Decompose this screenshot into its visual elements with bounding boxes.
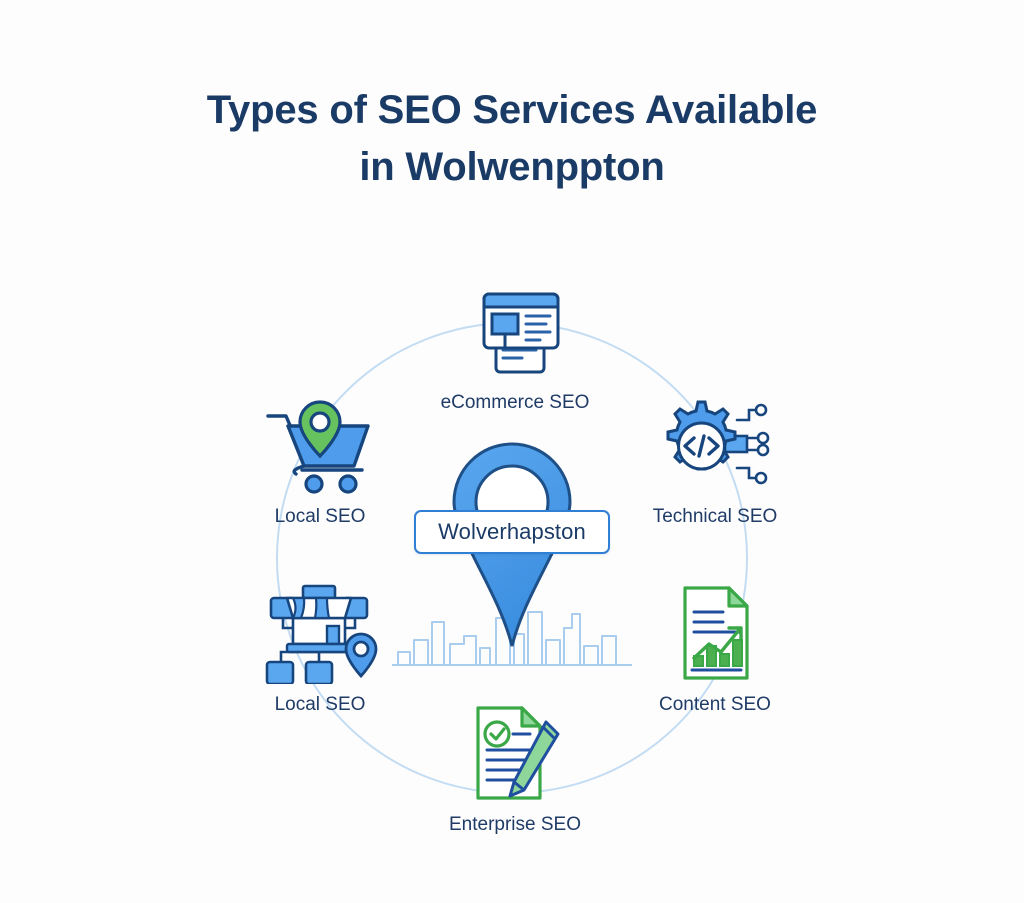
node-ecommerce-seo[interactable]: eCommerce SEO xyxy=(415,278,615,414)
document-chart-icon xyxy=(615,580,815,684)
node-local-seo-storefront[interactable]: Local SEO xyxy=(220,580,420,716)
node-content-seo[interactable]: Content SEO xyxy=(615,580,815,716)
page-title: Types of SEO Services Available in Wolwe… xyxy=(0,82,1024,196)
node-label: Technical SEO xyxy=(652,506,778,527)
storefront-network-icon xyxy=(220,580,420,684)
node-label: Local SEO xyxy=(274,694,366,715)
browser-window-icon xyxy=(415,278,615,382)
page-title-line-1: Types of SEO Services Available xyxy=(206,88,818,132)
gear-code-icon xyxy=(615,392,815,496)
node-local-seo-cart[interactable]: Local SEO xyxy=(220,392,420,528)
page-title-line-2: in Wolwenppton xyxy=(359,144,665,189)
node-label: Enterprise SEO xyxy=(449,814,581,835)
node-technical-seo[interactable]: Technical SEO xyxy=(615,392,815,528)
node-label: Content SEO xyxy=(659,694,771,715)
shopping-cart-pin-icon xyxy=(220,392,420,496)
node-label: eCommerce SEO xyxy=(440,392,590,413)
center-location-group: Wolverhapston xyxy=(392,440,632,670)
city-name-label: Wolverhapston xyxy=(414,510,610,554)
document-pencil-icon xyxy=(415,700,615,804)
city-skyline-icon xyxy=(392,611,632,666)
node-label: Local SEO xyxy=(274,506,366,527)
node-enterprise-seo[interactable]: Enterprise SEO xyxy=(415,700,615,836)
